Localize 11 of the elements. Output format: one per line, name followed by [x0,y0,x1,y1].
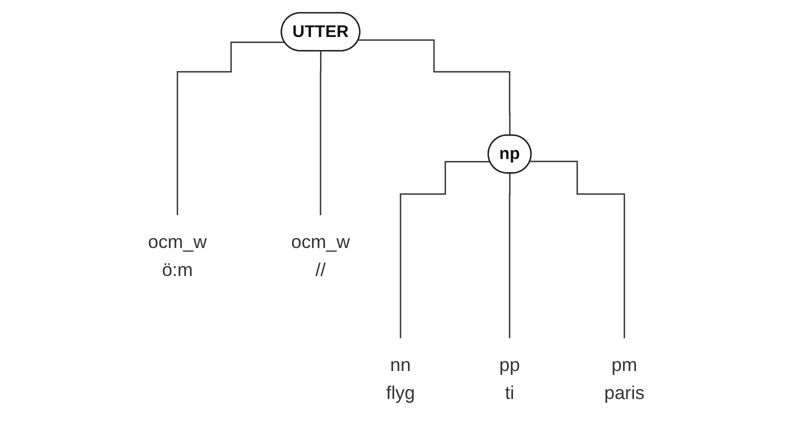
connector [400,161,490,339]
connector [176,42,284,216]
connector [358,39,510,136]
node-text: pp ti [499,354,520,404]
node-text: ocm_w // [290,231,350,280]
connector [508,172,510,339]
node-text: ocm_w ö:m [148,231,207,280]
node-text: nn flyg [386,354,415,404]
node-text: pm paris [604,354,644,404]
connector [320,50,322,216]
connector [530,160,625,339]
